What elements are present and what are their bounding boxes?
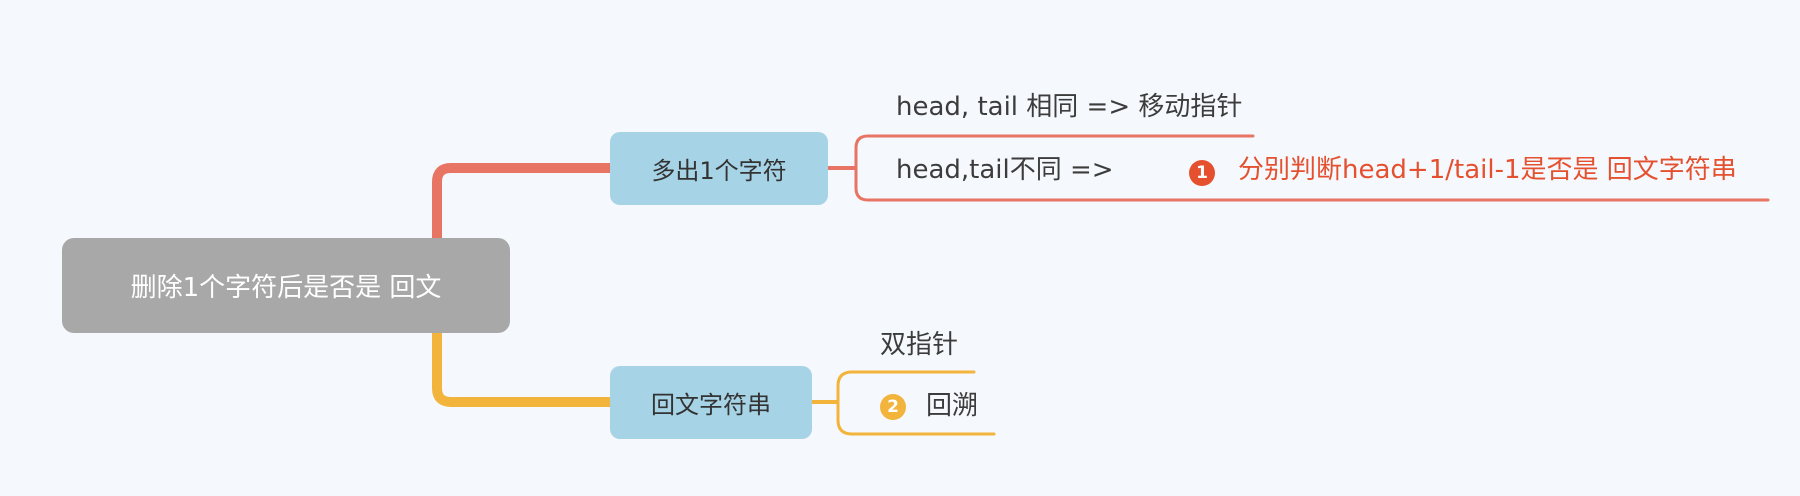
- leaf-head-tail-different[interactable]: head,tail不同 =>: [896, 155, 1114, 185]
- leaf-head-tail-same[interactable]: head, tail 相同 => 移动指针: [896, 92, 1243, 122]
- root-node[interactable]: 删除1个字符后是否是 回文: [62, 238, 510, 333]
- bottom-branch-bracket-connector: [836, 370, 996, 436]
- branch-node-bottom[interactable]: 回文字符串: [610, 366, 812, 439]
- leaf-backtracking[interactable]: 回溯: [926, 391, 979, 421]
- leaf-check-head-tail-palindrome[interactable]: 分别判断head+1/tail-1是否是 回文字符串: [1238, 155, 1737, 185]
- root-to-bottom-branch-connector: [432, 328, 615, 407]
- root-to-top-branch-connector: [432, 163, 615, 243]
- priority-2-icon: 2: [880, 394, 906, 420]
- leaf-two-pointers[interactable]: 双指针: [880, 330, 959, 360]
- priority-1-icon: 1: [1189, 160, 1215, 186]
- branch-node-top[interactable]: 多出1个字符: [610, 132, 828, 205]
- top-branch-bracket-connector: [854, 134, 1770, 202]
